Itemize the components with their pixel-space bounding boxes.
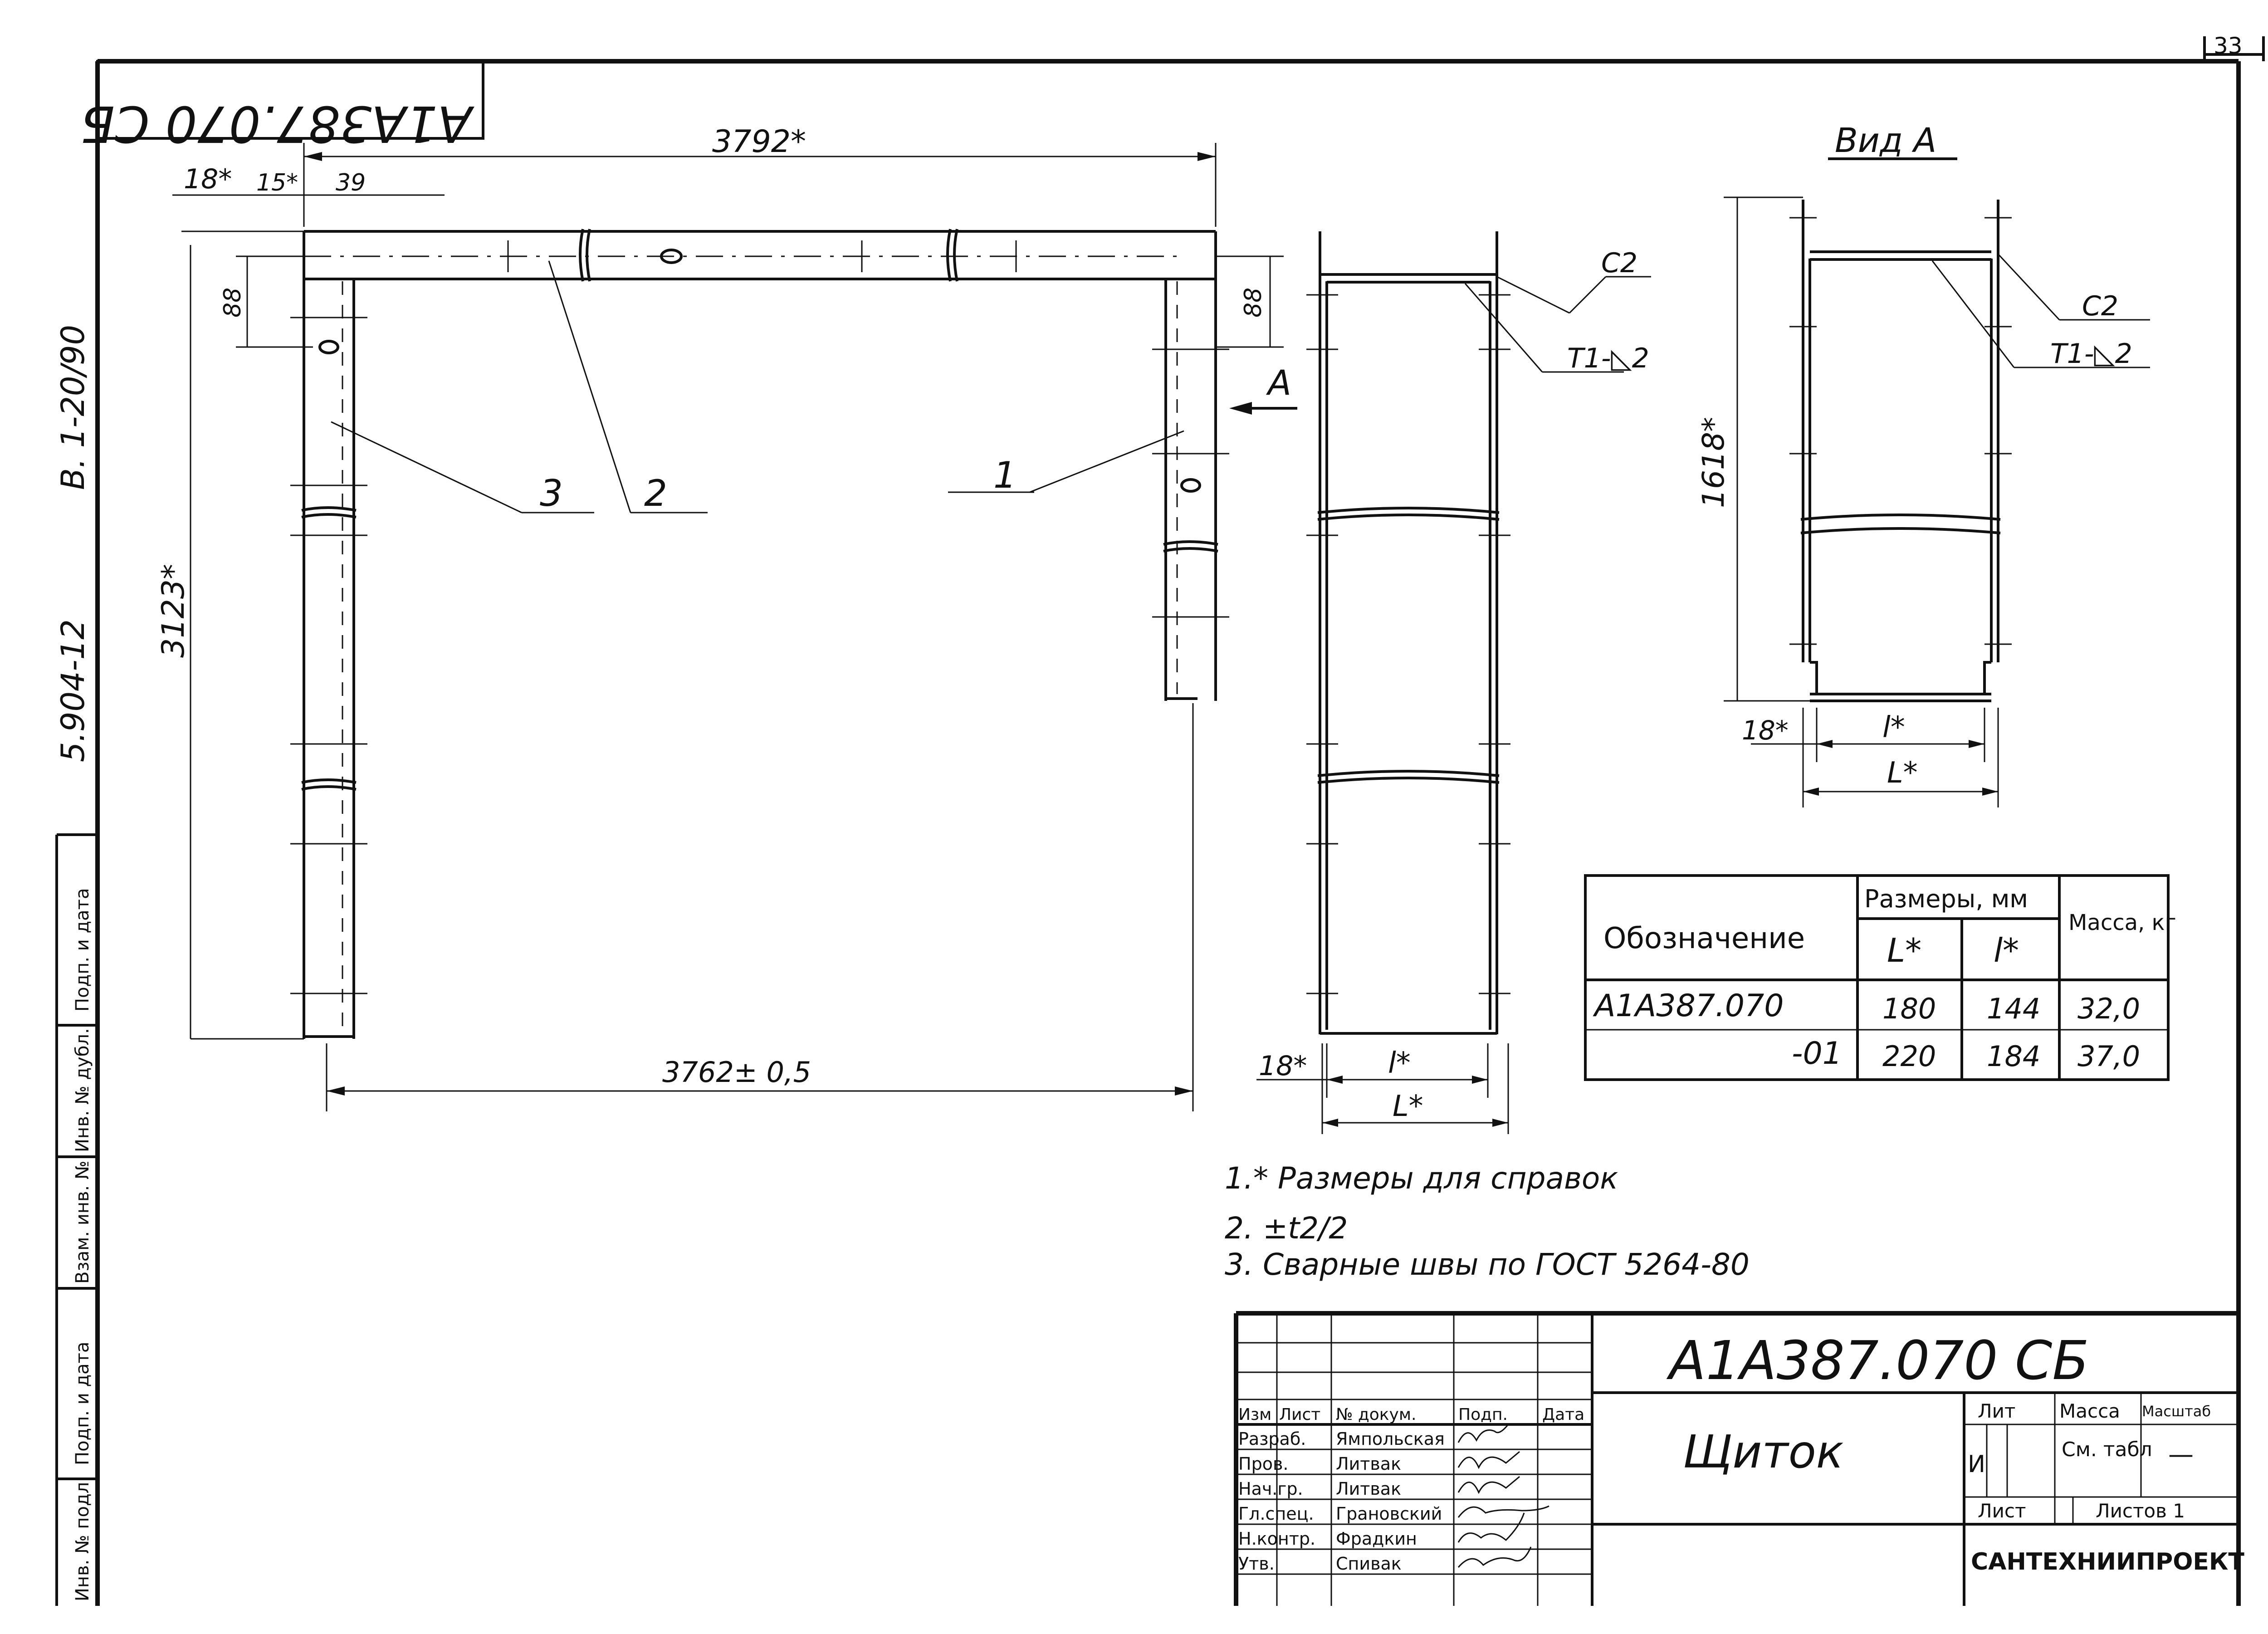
view-a bbox=[1724, 157, 2150, 807]
sizes-table bbox=[1584, 874, 2170, 1081]
tb-name-2: Литвак bbox=[1336, 1454, 1401, 1474]
tb-role-6: Утв. bbox=[1238, 1554, 1275, 1574]
dim-view-a-height: 1618* bbox=[1696, 417, 1731, 508]
strip-label-1: Подп. и дата bbox=[72, 888, 93, 1012]
tb-sheet-label: Лист bbox=[1978, 1500, 2026, 1522]
strip-label-4: Подп. и дата bbox=[72, 1342, 93, 1465]
dim-offset-15: 15* bbox=[256, 169, 298, 196]
tb-role-3: Нач.гр. bbox=[1238, 1479, 1303, 1499]
tb-scale-label: Масштаб bbox=[2142, 1403, 2211, 1420]
table-header-l: l* bbox=[1994, 931, 2019, 969]
tb-col-list: Лист bbox=[1279, 1405, 1320, 1424]
callout-2: 2 bbox=[644, 472, 667, 514]
table-header-designation: Обозначение bbox=[1603, 922, 1805, 955]
left-stamp-strip bbox=[55, 833, 98, 1606]
tb-col-doc: № докум. bbox=[1336, 1405, 1416, 1424]
tb-name-4: Грановский bbox=[1336, 1504, 1442, 1524]
sheet-number: 33 bbox=[2214, 33, 2243, 59]
weld-t1-side: Т1-◺2 bbox=[1567, 342, 1649, 374]
tb-col-izm: Изм bbox=[1238, 1405, 1271, 1424]
main-view bbox=[290, 229, 1229, 1039]
view-arrow-label: А bbox=[1266, 362, 1291, 403]
table-header-sizes: Размеры, мм bbox=[1864, 885, 2028, 913]
title-designation: А1А387.070 СБ bbox=[1666, 1329, 2089, 1392]
table-row-1-L: 180 bbox=[1882, 992, 1936, 1025]
tb-scale-value: — bbox=[2168, 1440, 2194, 1469]
tb-role-2: Пров. bbox=[1238, 1454, 1288, 1474]
dim-side-18: 18* bbox=[1259, 1050, 1307, 1082]
callout-leaders bbox=[331, 260, 1184, 514]
dim-width-39: 39 bbox=[336, 169, 366, 196]
dim-view-a-18: 18* bbox=[1742, 715, 1789, 746]
tb-role-4: Гл.спец. bbox=[1238, 1504, 1314, 1524]
corner-stamp bbox=[96, 60, 484, 140]
side-section-view bbox=[1256, 231, 1651, 1134]
note-2: 2. ±t2/2 bbox=[1225, 1211, 1348, 1246]
dim-offset-18: 18* bbox=[184, 163, 232, 195]
dim-side-l: l* bbox=[1388, 1047, 1411, 1080]
table-header-mass: Масса, кг bbox=[2068, 910, 2176, 935]
dim-bottom-length: 3762± 0,5 bbox=[662, 1056, 811, 1089]
callout-1: 1 bbox=[993, 454, 1017, 496]
signatures bbox=[1457, 1424, 1549, 1568]
strip-label-3: Инв. № дубл. bbox=[72, 1028, 93, 1152]
tb-name-6: Спивак bbox=[1336, 1554, 1402, 1574]
view-a-title: Вид А bbox=[1835, 121, 1936, 160]
dim-left-height: 3123* bbox=[156, 564, 191, 658]
tb-col-date: Дата bbox=[1542, 1405, 1584, 1424]
tb-name-1: Ямпольская bbox=[1336, 1429, 1445, 1449]
dim-view-a-L: L* bbox=[1887, 756, 1918, 790]
dim-height-88-left: 88 bbox=[219, 288, 246, 318]
table-row-1-mass: 32,0 bbox=[2077, 992, 2140, 1025]
tb-name-3: Литвак bbox=[1336, 1479, 1401, 1499]
tb-lit-label: Лит bbox=[1978, 1400, 2015, 1422]
side-code-number: 5.904-12 bbox=[54, 619, 92, 762]
table-row-2-mass: 37,0 bbox=[2077, 1040, 2140, 1073]
tb-lit-value: И bbox=[1968, 1451, 1985, 1478]
dim-view-a-l: l* bbox=[1882, 711, 1905, 744]
note-1: 1.* Размеры для справок bbox=[1225, 1161, 1618, 1196]
weld-c2-side: С2 bbox=[1601, 247, 1637, 279]
dim-side-L: L* bbox=[1393, 1090, 1423, 1123]
table-row-1-l: 144 bbox=[1987, 992, 2040, 1025]
strip-label-5: Инв. № подл. bbox=[72, 1476, 93, 1601]
tb-mass-label: Масса bbox=[2059, 1400, 2120, 1422]
title-name: Щиток bbox=[1683, 1425, 1843, 1478]
weld-c2-view: С2 bbox=[2082, 290, 2118, 322]
callout-3: 3 bbox=[540, 472, 563, 514]
tb-col-sign: Подп. bbox=[1458, 1405, 1508, 1424]
tb-sheets-label: Листов 1 bbox=[2096, 1500, 2185, 1522]
weld-t1-view: Т1-◺2 bbox=[2050, 338, 2132, 370]
side-code-series: В. 1-20/90 bbox=[54, 325, 92, 490]
note-3: 3. Сварные швы по ГОСТ 5264-80 bbox=[1225, 1247, 1750, 1282]
table-header-L: L* bbox=[1887, 931, 1921, 969]
tb-name-5: Фрадкин bbox=[1336, 1529, 1417, 1549]
tb-role-5: Н.контр. bbox=[1238, 1529, 1315, 1549]
table-row-2-L: 220 bbox=[1882, 1040, 1936, 1073]
main-dimensions bbox=[172, 143, 1284, 1111]
table-row-2-l: 184 bbox=[1987, 1040, 2040, 1073]
tb-mass-value: См. табл bbox=[2062, 1438, 2152, 1461]
table-row-1-designation: А1А387.070 bbox=[1593, 988, 1784, 1024]
tb-role-1: Разраб. bbox=[1238, 1429, 1306, 1449]
title-block bbox=[1234, 1311, 2239, 1606]
dim-top-length: 3792* bbox=[712, 124, 806, 160]
dim-height-88-right: 88 bbox=[1240, 288, 1267, 318]
table-row-2-designation: -01 bbox=[1792, 1036, 1842, 1071]
tb-organization: САНТЕХНИИПРОЕКТ bbox=[1971, 1548, 2244, 1575]
strip-label-2: Взам. инв. № bbox=[72, 1160, 93, 1284]
corner-designation: А1А387.070 СБ bbox=[80, 95, 474, 153]
view-arrow bbox=[1229, 402, 1297, 415]
